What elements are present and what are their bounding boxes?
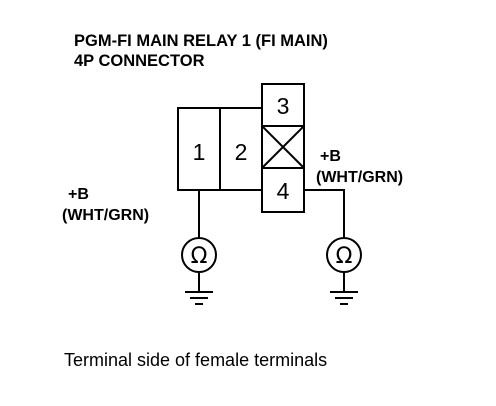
right-probe [304,189,362,292]
right-probe-wire [304,189,345,238]
pin-2-label: 2 [235,139,248,165]
left-probe [181,190,217,292]
title-line-2: 4P CONNECTOR [74,52,205,70]
left-ohm-icon: Ω [191,244,208,269]
title-line-1: PGM-FI MAIN RELAY 1 (FI MAIN) [74,32,328,50]
right-wire-color-label: (WHT/GRN) [316,169,403,186]
right-ohm-icon: Ω [336,244,353,269]
connector-body-right [261,83,305,213]
right-ground-icon [330,291,358,305]
left-polarity-label: +B [68,186,89,203]
left-ground-icon [185,291,213,305]
left-wire-color-label: (WHT/GRN) [62,207,149,224]
unused-cavity-cross-b [261,125,305,169]
pin-1-label: 1 [193,139,206,165]
pin-4-label: 4 [277,178,290,204]
caption: Terminal side of female terminals [64,350,327,370]
pin-3-label: 3 [277,93,290,119]
right-polarity-label: +B [320,148,341,165]
connector-4p [177,83,305,213]
